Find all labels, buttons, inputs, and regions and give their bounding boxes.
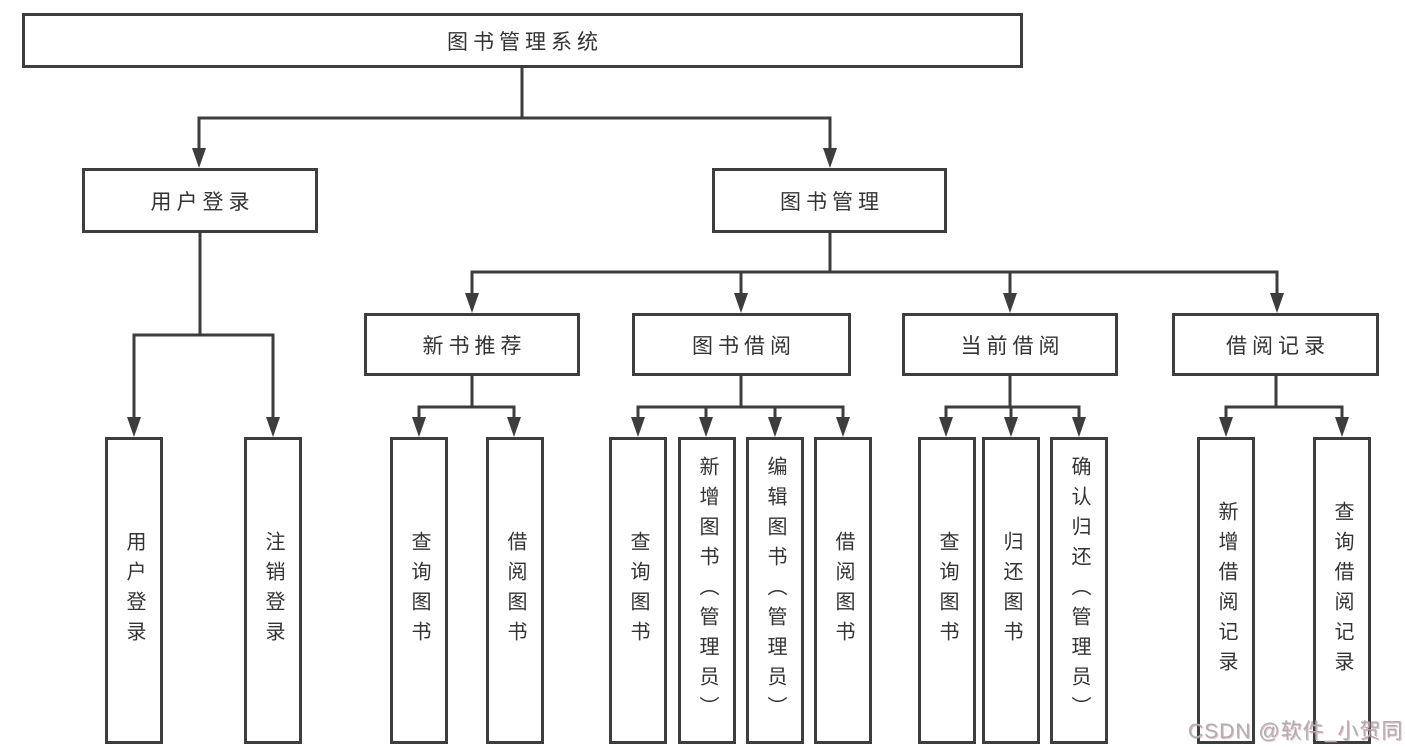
node-label: 图书管理 — [780, 190, 884, 214]
node-label: 当前借阅 — [960, 334, 1065, 358]
node-current-borrow: 当前借阅 — [902, 313, 1118, 376]
leaf-logout: 注销登录 — [244, 437, 302, 744]
node-book-borrow: 图书借阅 — [632, 313, 851, 376]
node-label: 新增图书（管理员） — [696, 455, 718, 726]
node-label: 图书借阅 — [692, 334, 796, 358]
tree-edges — [132, 66, 1344, 422]
node-label: 查询借阅记录 — [1331, 500, 1353, 681]
node-label: 新增借阅记录 — [1215, 500, 1237, 681]
leaf-bb-query-books: 查询图书 — [609, 437, 667, 744]
leaf-br-query-record: 查询借阅记录 — [1313, 437, 1371, 744]
node-label: 查询图书 — [936, 530, 958, 651]
node-new-book-recommend: 新书推荐 — [364, 313, 580, 376]
node-root: 图书管理系统 — [22, 13, 1023, 68]
leaf-bb-edit-books-admin: 编辑图书（管理员） — [746, 437, 804, 744]
leaf-rec-query-books: 查询图书 — [390, 437, 448, 744]
node-book-management: 图书管理 — [712, 168, 947, 233]
leaf-cb-query-books: 查询图书 — [918, 437, 976, 744]
node-label: 用户登录 — [150, 190, 255, 214]
node-label: 借阅记录 — [1226, 334, 1330, 358]
node-label: 借阅图书 — [832, 530, 854, 651]
leaf-cb-confirm-return-admin: 确认归还（管理员） — [1050, 437, 1108, 744]
leaf-cb-return-books: 归还图书 — [982, 437, 1040, 744]
node-label: 新书推荐 — [422, 334, 527, 358]
node-label: 归还图书 — [1000, 530, 1022, 651]
node-label: 借阅图书 — [504, 530, 526, 651]
csdn-watermark: CSDN @软件_小贺同学 — [1188, 720, 1405, 743]
leaf-bb-add-books-admin: 新增图书（管理员） — [678, 437, 736, 744]
node-label: 查询图书 — [408, 530, 430, 651]
node-borrow-records: 借阅记录 — [1172, 313, 1379, 376]
node-label: 查询图书 — [627, 530, 649, 651]
node-label: 注销登录 — [262, 530, 284, 651]
node-label: 编辑图书（管理员） — [764, 455, 786, 726]
leaf-user-login: 用户登录 — [105, 437, 163, 744]
leaf-bb-borrow-books: 借阅图书 — [814, 437, 872, 744]
leaf-br-add-record: 新增借阅记录 — [1197, 437, 1255, 744]
node-label: 用户登录 — [123, 530, 145, 651]
leaf-rec-borrow-books: 借阅图书 — [486, 437, 544, 744]
node-user-login: 用户登录 — [82, 168, 318, 233]
node-label: 图书管理系统 — [447, 30, 603, 54]
node-label: 确认归还（管理员） — [1068, 455, 1090, 726]
